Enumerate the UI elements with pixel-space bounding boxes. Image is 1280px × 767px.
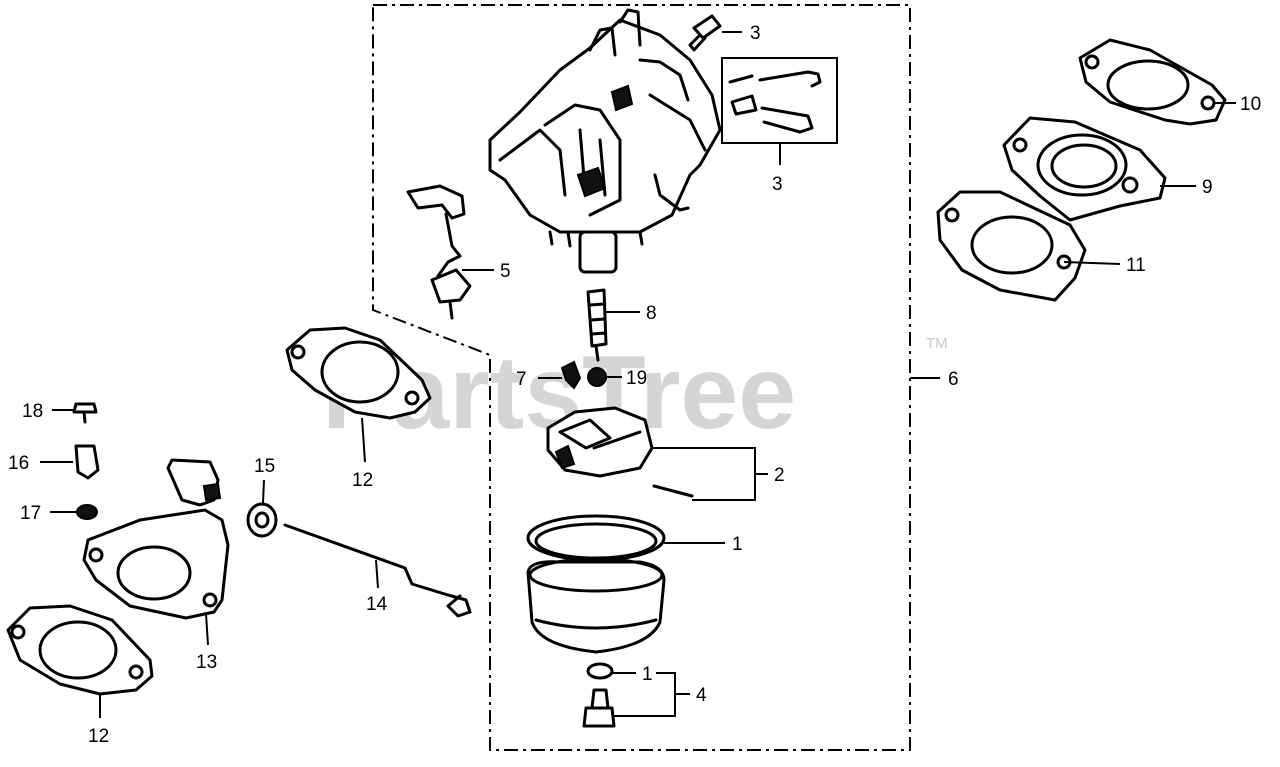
gasket-11	[936, 190, 1087, 302]
callout-15: 15	[254, 456, 275, 477]
callout-16: 16	[8, 453, 29, 474]
callout-7: 7	[516, 369, 527, 390]
callout-1-gasket: 1	[732, 534, 743, 555]
callout-4: 4	[696, 685, 707, 706]
drain-bolt	[582, 688, 616, 728]
insulator-9	[1002, 116, 1167, 222]
callout-12-lower: 12	[88, 726, 109, 747]
callout-1-washer: 1	[642, 664, 653, 685]
callout-12-upper: 12	[352, 470, 373, 491]
callout-19: 19	[626, 368, 647, 389]
screw-kit-box	[721, 57, 838, 144]
pilot-screw	[688, 14, 722, 52]
callout-3-top: 3	[750, 23, 761, 44]
callout-9: 9	[1202, 177, 1213, 198]
callout-5: 5	[500, 261, 511, 282]
callout-18: 18	[22, 401, 43, 422]
callout-17: 17	[20, 503, 41, 524]
leader-lines	[40, 31, 1236, 718]
float-needle	[586, 288, 608, 362]
gasket-12-lower	[6, 604, 154, 696]
grommet-15	[246, 502, 278, 538]
nut-17	[76, 504, 98, 520]
gasket-10	[1078, 38, 1227, 126]
callout-2: 2	[774, 465, 785, 486]
trademark-mark: TM	[926, 335, 948, 352]
assembly-boundary	[372, 4, 911, 751]
collar-16	[74, 444, 100, 480]
gasket-12-upper	[285, 326, 432, 420]
float	[546, 406, 694, 498]
callout-11: 11	[1126, 255, 1146, 276]
callout-8: 8	[646, 303, 657, 324]
drain-washer	[586, 662, 614, 680]
seat-clip	[587, 367, 607, 387]
callout-10: 10	[1240, 94, 1261, 115]
float-bowl	[526, 557, 666, 654]
choke-lever	[406, 184, 472, 320]
callout-14: 14	[366, 594, 388, 615]
bolt-18	[72, 402, 98, 424]
float-pin	[560, 360, 582, 390]
callout-6: 6	[948, 369, 959, 390]
callout-3-kit: 3	[772, 174, 783, 195]
bracket-13	[82, 458, 230, 620]
callout-13: 13	[196, 652, 217, 673]
choke-rod-14	[283, 523, 472, 618]
carburetor-body	[488, 8, 722, 274]
bowl-gasket	[526, 514, 666, 562]
